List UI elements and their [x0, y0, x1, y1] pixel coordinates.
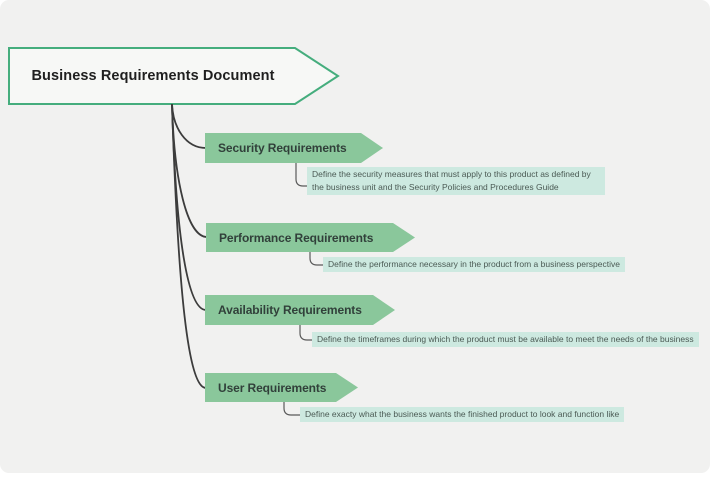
- note-connector-availability: [299, 325, 312, 341]
- description-box-performance[interactable]: Define the performance necessary in the …: [323, 257, 625, 272]
- note-connector-performance: [309, 252, 323, 266]
- description-box-user[interactable]: Define exacty what the business wants th…: [300, 407, 625, 422]
- topic-node-user[interactable]: User Requirements: [205, 373, 358, 402]
- note-connector-security: [295, 163, 307, 187]
- topic-node-security[interactable]: Security Requirements: [205, 133, 383, 163]
- topic-label-performance: Performance Requirements: [219, 230, 374, 245]
- note-connector-user: [283, 402, 300, 416]
- topic-node-performance[interactable]: Performance Requirements: [206, 223, 415, 252]
- branch-curve-security: [171, 103, 207, 149]
- root-node-shape: [8, 47, 340, 105]
- branch-curve-user: [171, 103, 207, 389]
- root-node[interactable]: Business Requirements Document: [31, 68, 275, 84]
- topic-node-availability[interactable]: Availability Requirements: [205, 295, 395, 325]
- topic-label-availability: Availability Requirements: [218, 303, 362, 317]
- topic-label-user: User Requirements: [218, 380, 327, 395]
- description-box-availability[interactable]: Define the timeframes during which the p…: [312, 332, 699, 347]
- topic-label-security: Security Requirements: [218, 141, 347, 155]
- description-box-security[interactable]: Define the security measures that must a…: [307, 167, 605, 195]
